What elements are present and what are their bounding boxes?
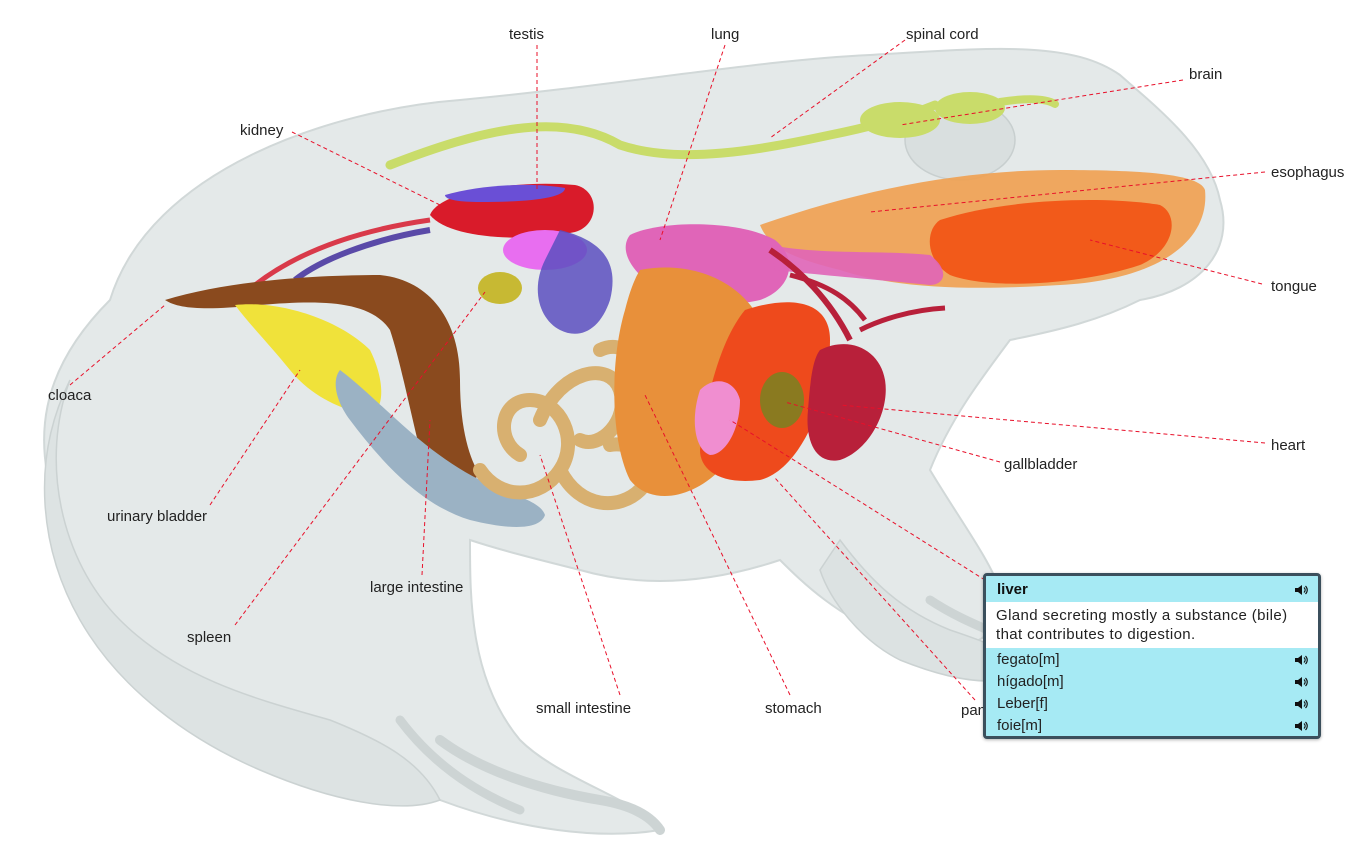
- label-lung[interactable]: lung: [711, 26, 740, 43]
- brain-shape[interactable]: [860, 102, 940, 138]
- translation-row-french: foie[m]: [986, 714, 1318, 736]
- translation-row-german: Leber[f]: [986, 692, 1318, 714]
- speaker-icon[interactable]: [1294, 719, 1308, 731]
- label-small-intestine[interactable]: small intestine: [536, 700, 632, 717]
- card-definition: Gland secreting mostly a substance (bile…: [986, 602, 1318, 648]
- leader-tongue: [1089, 239, 1263, 285]
- label-heart[interactable]: heart: [1271, 437, 1306, 454]
- organs: [165, 92, 1206, 527]
- tongue-shape[interactable]: [929, 200, 1172, 284]
- label-brain[interactable]: brain: [1189, 66, 1223, 83]
- label-tongue[interactable]: tongue: [1271, 278, 1317, 295]
- label-spleen[interactable]: spleen: [187, 629, 232, 646]
- label-stomach[interactable]: stomach: [765, 700, 822, 717]
- heart-shape[interactable]: [807, 344, 886, 461]
- leader-heart: [839, 404, 1266, 444]
- translation-term: Leber[f]: [997, 694, 1048, 712]
- definition-card: liver Gland secreting mostly a substance…: [983, 573, 1321, 739]
- label-spinal-cord[interactable]: spinal cord: [906, 26, 979, 43]
- label-cloaca[interactable]: cloaca: [48, 387, 92, 404]
- label-gallbladder[interactable]: gallbladder: [1004, 456, 1078, 473]
- label-testis[interactable]: testis: [509, 26, 545, 43]
- translation-row-spanish: hígado[m]: [986, 670, 1318, 692]
- label-esophagus[interactable]: esophagus: [1271, 164, 1345, 181]
- card-header: liver: [986, 576, 1318, 602]
- leader-pancreas: [774, 477, 976, 701]
- speaker-icon[interactable]: [1294, 583, 1308, 595]
- translation-term: fegato[m]: [997, 650, 1060, 668]
- speaker-icon[interactable]: [1294, 675, 1308, 687]
- leader-urinary-bladder: [209, 369, 301, 506]
- leader-large-intestine: [421, 419, 431, 576]
- spleen-shape[interactable]: [478, 272, 522, 304]
- label-pancreas[interactable]: pan: [961, 702, 987, 719]
- label-urinary-bladder[interactable]: urinary bladder: [107, 508, 208, 525]
- card-title: liver: [997, 580, 1028, 598]
- leader-lines: [69, 39, 1266, 701]
- leader-lung: [659, 44, 726, 241]
- leader-liver: [729, 419, 986, 581]
- translation-term: hígado[m]: [997, 672, 1064, 690]
- speaker-icon[interactable]: [1294, 653, 1308, 665]
- translation-row-italian: fegato[m]: [986, 648, 1318, 670]
- label-large-intestine[interactable]: large intestine: [370, 579, 464, 596]
- leader-gallbladder: [784, 401, 1001, 463]
- gallbladder-shape[interactable]: [760, 372, 804, 428]
- translation-term: foie[m]: [997, 716, 1043, 734]
- label-kidney[interactable]: kidney: [240, 122, 284, 139]
- large-intestine-shape[interactable]: [165, 275, 480, 482]
- leader-esophagus: [869, 171, 1266, 213]
- leader-brain: [899, 79, 1184, 126]
- speaker-icon[interactable]: [1294, 697, 1308, 709]
- testis-shape[interactable]: [445, 184, 565, 202]
- leader-small-intestine: [539, 454, 621, 696]
